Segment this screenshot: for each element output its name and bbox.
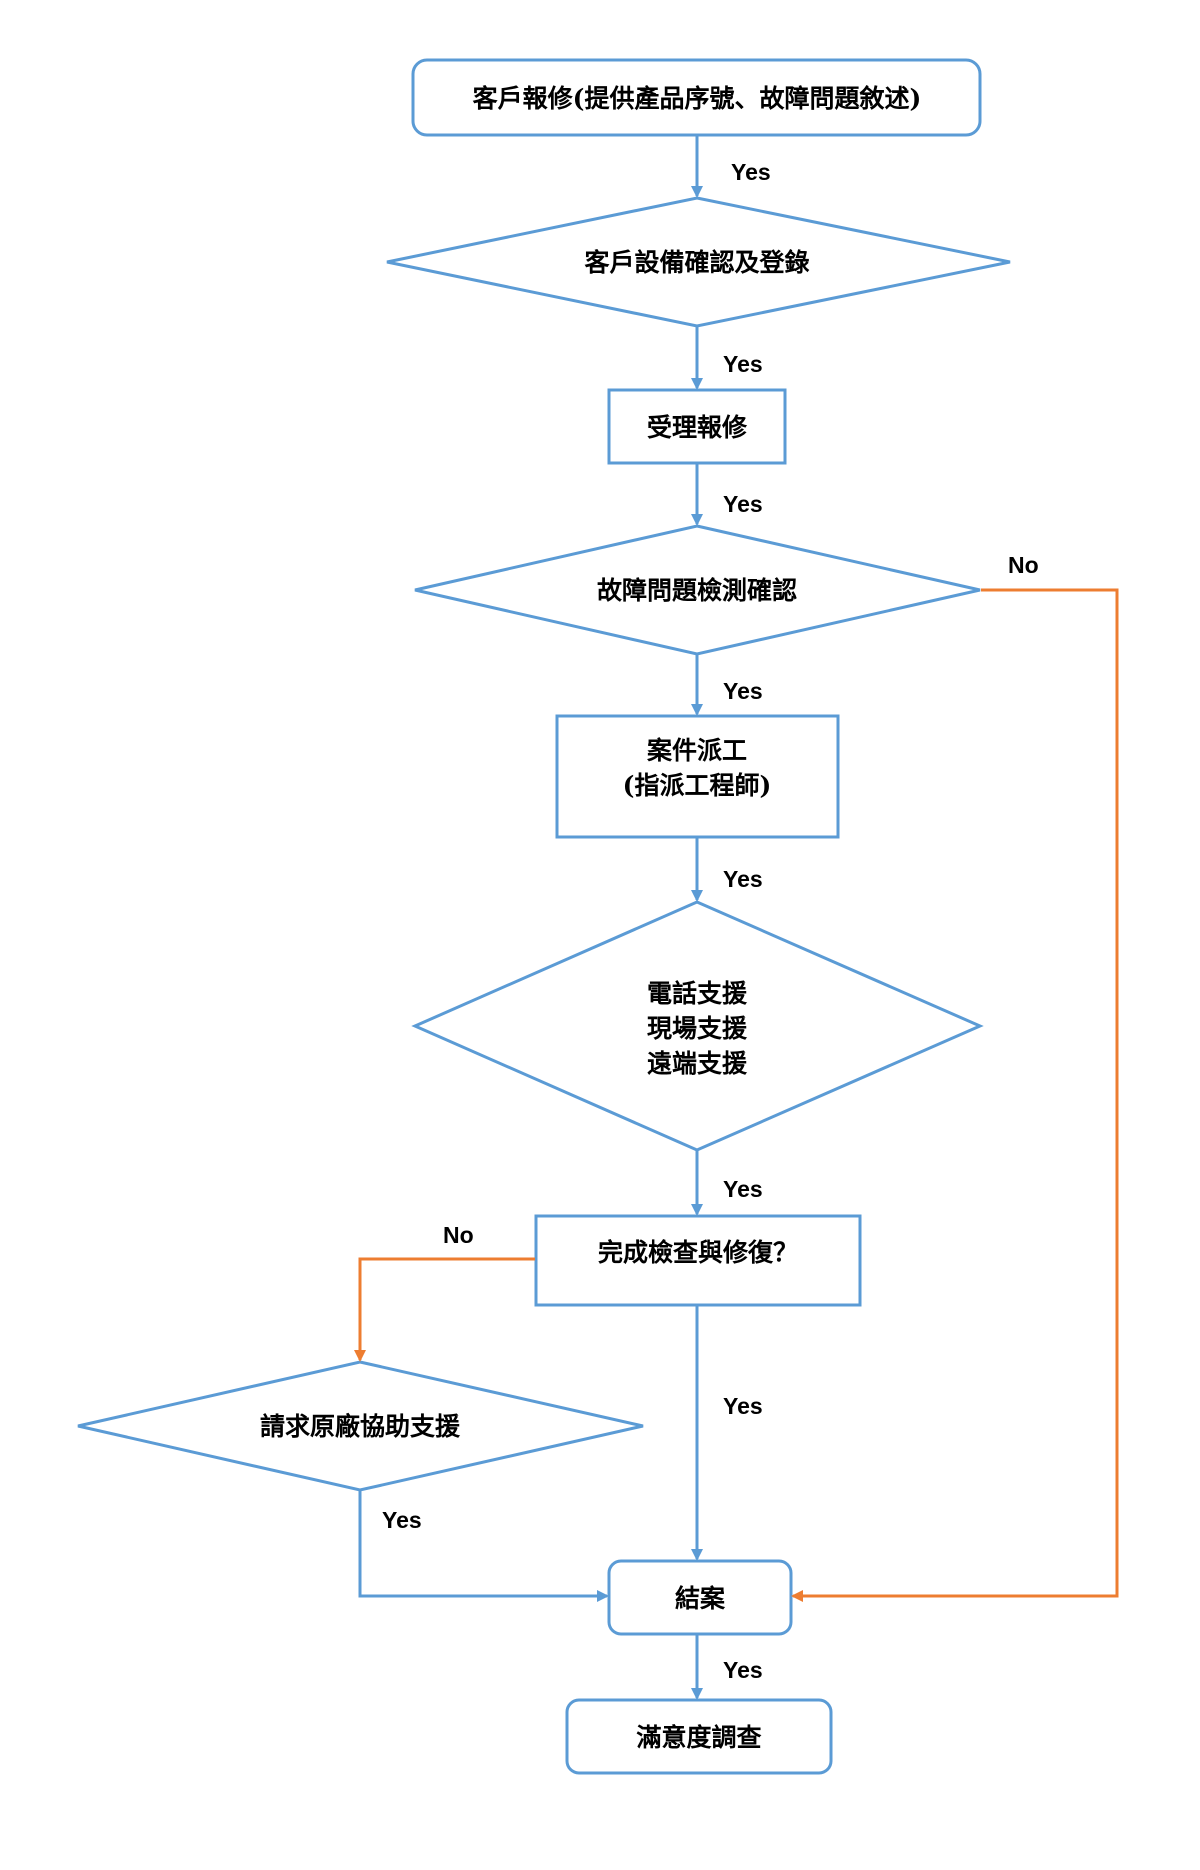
- edge-completed-no-to-vendor: [354, 1257, 535, 1362]
- node-vendor-support-text: 請求原廠協助支援: [260, 1412, 461, 1441]
- label-yes-9: Yes: [723, 1657, 763, 1683]
- node-survey: [565, 1698, 833, 1775]
- node-customer-report: [411, 58, 982, 137]
- label-yes-1: Yes: [731, 159, 771, 185]
- label-yes-8: Yes: [382, 1507, 422, 1533]
- node-support-methods: [411, 900, 984, 1152]
- label-yes-6: Yes: [723, 1176, 763, 1202]
- node-vendor-support: [77, 1360, 644, 1492]
- label-no-2: No: [443, 1222, 474, 1248]
- edge-vendor-to-close: [358, 1491, 609, 1602]
- node-device-confirm: [386, 196, 1011, 328]
- node-dispatch-line-1: 案件派工: [646, 736, 747, 765]
- node-fault-check: [414, 524, 981, 656]
- node-support-line-3: 遠端支援: [647, 1049, 748, 1078]
- label-yes-7: Yes: [723, 1393, 763, 1419]
- node-dispatch: [555, 714, 840, 839]
- edge-check-no-to-close: [791, 588, 1119, 1602]
- node-accept-report: [607, 388, 787, 465]
- node-fault-check-text: 故障問題檢測確認: [597, 576, 797, 605]
- node-accept-report-text: 受理報修: [647, 413, 748, 442]
- node-device-confirm-text: 客戶設備確認及登錄: [584, 248, 809, 277]
- label-no-1: No: [1008, 552, 1039, 578]
- label-yes-2: Yes: [723, 351, 763, 377]
- node-completed: [534, 1214, 862, 1307]
- label-yes-4: Yes: [723, 678, 763, 704]
- node-survey-text: 滿意度調查: [636, 1723, 761, 1752]
- node-support-line-2: 現場支援: [647, 1014, 748, 1043]
- node-customer-report-text: 客戶報修(提供產品序號、故障問題敘述): [473, 84, 922, 113]
- node-support-line-1: 電話支援: [647, 979, 748, 1008]
- label-yes-3: Yes: [723, 491, 763, 517]
- label-yes-5: Yes: [723, 866, 763, 892]
- node-dispatch-line-2: (指派工程師): [623, 771, 772, 800]
- node-completed-text: 完成檢查與修復？: [598, 1238, 798, 1267]
- node-close-case-text: 結案: [675, 1584, 726, 1613]
